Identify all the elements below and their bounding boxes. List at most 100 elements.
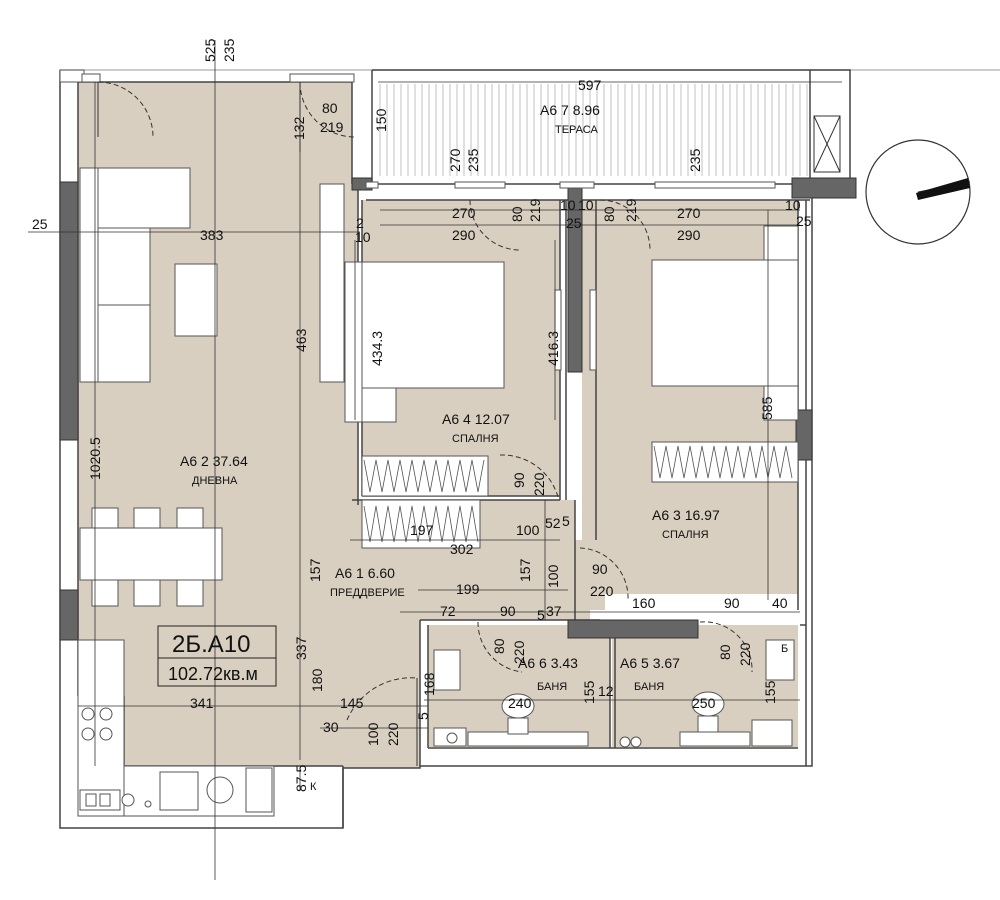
dim-220b: 220 (590, 583, 614, 599)
dim-25b: 25 (566, 215, 582, 231)
dim-220c: 220 (511, 640, 527, 664)
dim-383: 383 (200, 227, 224, 243)
apartment-area: 102.72кв.м (168, 664, 258, 684)
dim-10c: 10 (785, 197, 801, 213)
dim-100a: 100 (516, 522, 540, 538)
bath2-name: А6 5 3.67 (620, 655, 680, 671)
dim-219c: 219 (623, 198, 639, 222)
dim-157a: 157 (307, 558, 323, 582)
dim-341: 341 (190, 695, 214, 711)
terrace-type: ТЕРАСА (555, 124, 598, 136)
dim-80a: 80 (322, 100, 338, 116)
kitchen-k-label: К (310, 781, 317, 793)
dim-160: 160 (632, 595, 656, 611)
dim-12: 12 (598, 683, 614, 699)
compass-icon (865, 139, 971, 245)
dim-290a: 290 (452, 227, 476, 243)
apartment-tag: 2Б.А10 102.72кв.м (157, 625, 277, 687)
dim-90c: 90 (500, 603, 516, 619)
dim-80b: 80 (509, 206, 525, 222)
tv-unit (319, 183, 345, 383)
dim-30: 30 (323, 719, 339, 735)
bath1-name: А6 6 3.43 (518, 655, 578, 671)
dim-219b: 219 (527, 198, 543, 222)
bedroom2-type: СПАЛНЯ (662, 529, 709, 541)
dim-434: 434.3 (369, 331, 385, 366)
hall-name: А6 1 6.60 (335, 565, 395, 581)
dim-5b: 5 (537, 607, 545, 623)
dim-219a: 219 (320, 119, 344, 135)
dim-585: 585 (759, 396, 775, 420)
dim-40: 40 (772, 595, 788, 611)
dim-416: 416.3 (545, 331, 561, 366)
dim-157b: 157 (517, 558, 533, 582)
terrace-hatching (379, 84, 808, 176)
dim-80d: 80 (491, 638, 507, 654)
dim-25a: 25 (32, 216, 48, 232)
dim-290b: 290 (677, 227, 701, 243)
dim-10a: 10 (560, 197, 576, 213)
living-name: А6 2 37.64 (180, 453, 248, 469)
dim-250: 250 (692, 695, 716, 711)
apartment-code: 2Б.А10 (172, 631, 250, 658)
bed-1 (361, 261, 505, 389)
dim-150: 150 (373, 108, 389, 132)
dim-220d: 220 (737, 642, 753, 666)
dim-180: 180 (309, 668, 325, 692)
wardrobe-hatching (363, 445, 793, 543)
bedroom1-type: СПАЛНЯ (452, 433, 499, 445)
dim-155b: 155 (762, 680, 778, 704)
hall-closet-zigzag (363, 505, 479, 543)
dim-100b: 100 (545, 564, 561, 588)
dim-337: 337 (293, 636, 309, 660)
hall-type: ПРЕДДВЕРИЕ (330, 587, 405, 599)
dim-90a: 90 (511, 472, 527, 488)
dim-132: 132 (291, 116, 307, 140)
dim-302: 302 (450, 541, 474, 557)
terrace-name: А6 7 8.96 (540, 102, 600, 118)
dim-52: 52 (545, 515, 561, 531)
dimension-texts: 525 235 597 150 80 219 132 270 235 235 2… (32, 38, 812, 792)
dim-37: 37 (546, 603, 562, 619)
dim-25c: 25 (796, 213, 812, 229)
bed-2 (651, 259, 799, 387)
dining-table (79, 527, 223, 581)
dim-463: 463 (293, 328, 309, 352)
dim-220e: 220 (385, 722, 401, 746)
wardrobe-2 (651, 441, 799, 483)
dim-145: 145 (340, 695, 364, 711)
dim-597: 597 (578, 77, 602, 93)
dim-80c: 80 (601, 206, 617, 222)
dim-270b: 235 (687, 148, 703, 172)
bedroom1-name: А6 4 12.07 (442, 411, 510, 427)
dim-2: 2 (356, 215, 364, 231)
dim-10d: 10 (355, 229, 371, 245)
coffee-table (174, 263, 218, 337)
dim-72: 72 (440, 603, 456, 619)
doors (97, 81, 753, 766)
dim-197: 197 (410, 522, 434, 538)
structural-columns (59, 177, 857, 641)
dim-90d: 90 (724, 595, 740, 611)
dimension-lines (28, 40, 1000, 880)
bedroom2-floor-b (575, 540, 605, 610)
wardrobe-1-hanger-zigzag (363, 459, 485, 493)
dim-220a: 220 (531, 472, 547, 496)
dim-270d: 270 (677, 205, 701, 221)
dim-5c: 5 (415, 712, 431, 720)
wardrobe-1 (361, 455, 489, 497)
dim-10b: 10 (578, 197, 594, 213)
hall-floor-2 (420, 540, 590, 620)
dim-199: 199 (456, 581, 480, 597)
boiler-label: Б (781, 643, 788, 655)
bath1-type: БАНЯ (537, 681, 567, 693)
windows (59, 69, 776, 189)
room-labels: А6 7 8.96 ТЕРАСА А6 2 37.64 ДНЕВНА А6 4 … (180, 102, 788, 793)
dim-155a: 155 (581, 680, 597, 704)
bath2-type: БАНЯ (634, 681, 664, 693)
dim-168: 168 (421, 672, 437, 696)
dim-235b: 235 (465, 148, 481, 172)
bedroom2-name: А6 3 16.97 (652, 507, 720, 523)
terrace-drain (813, 115, 841, 173)
